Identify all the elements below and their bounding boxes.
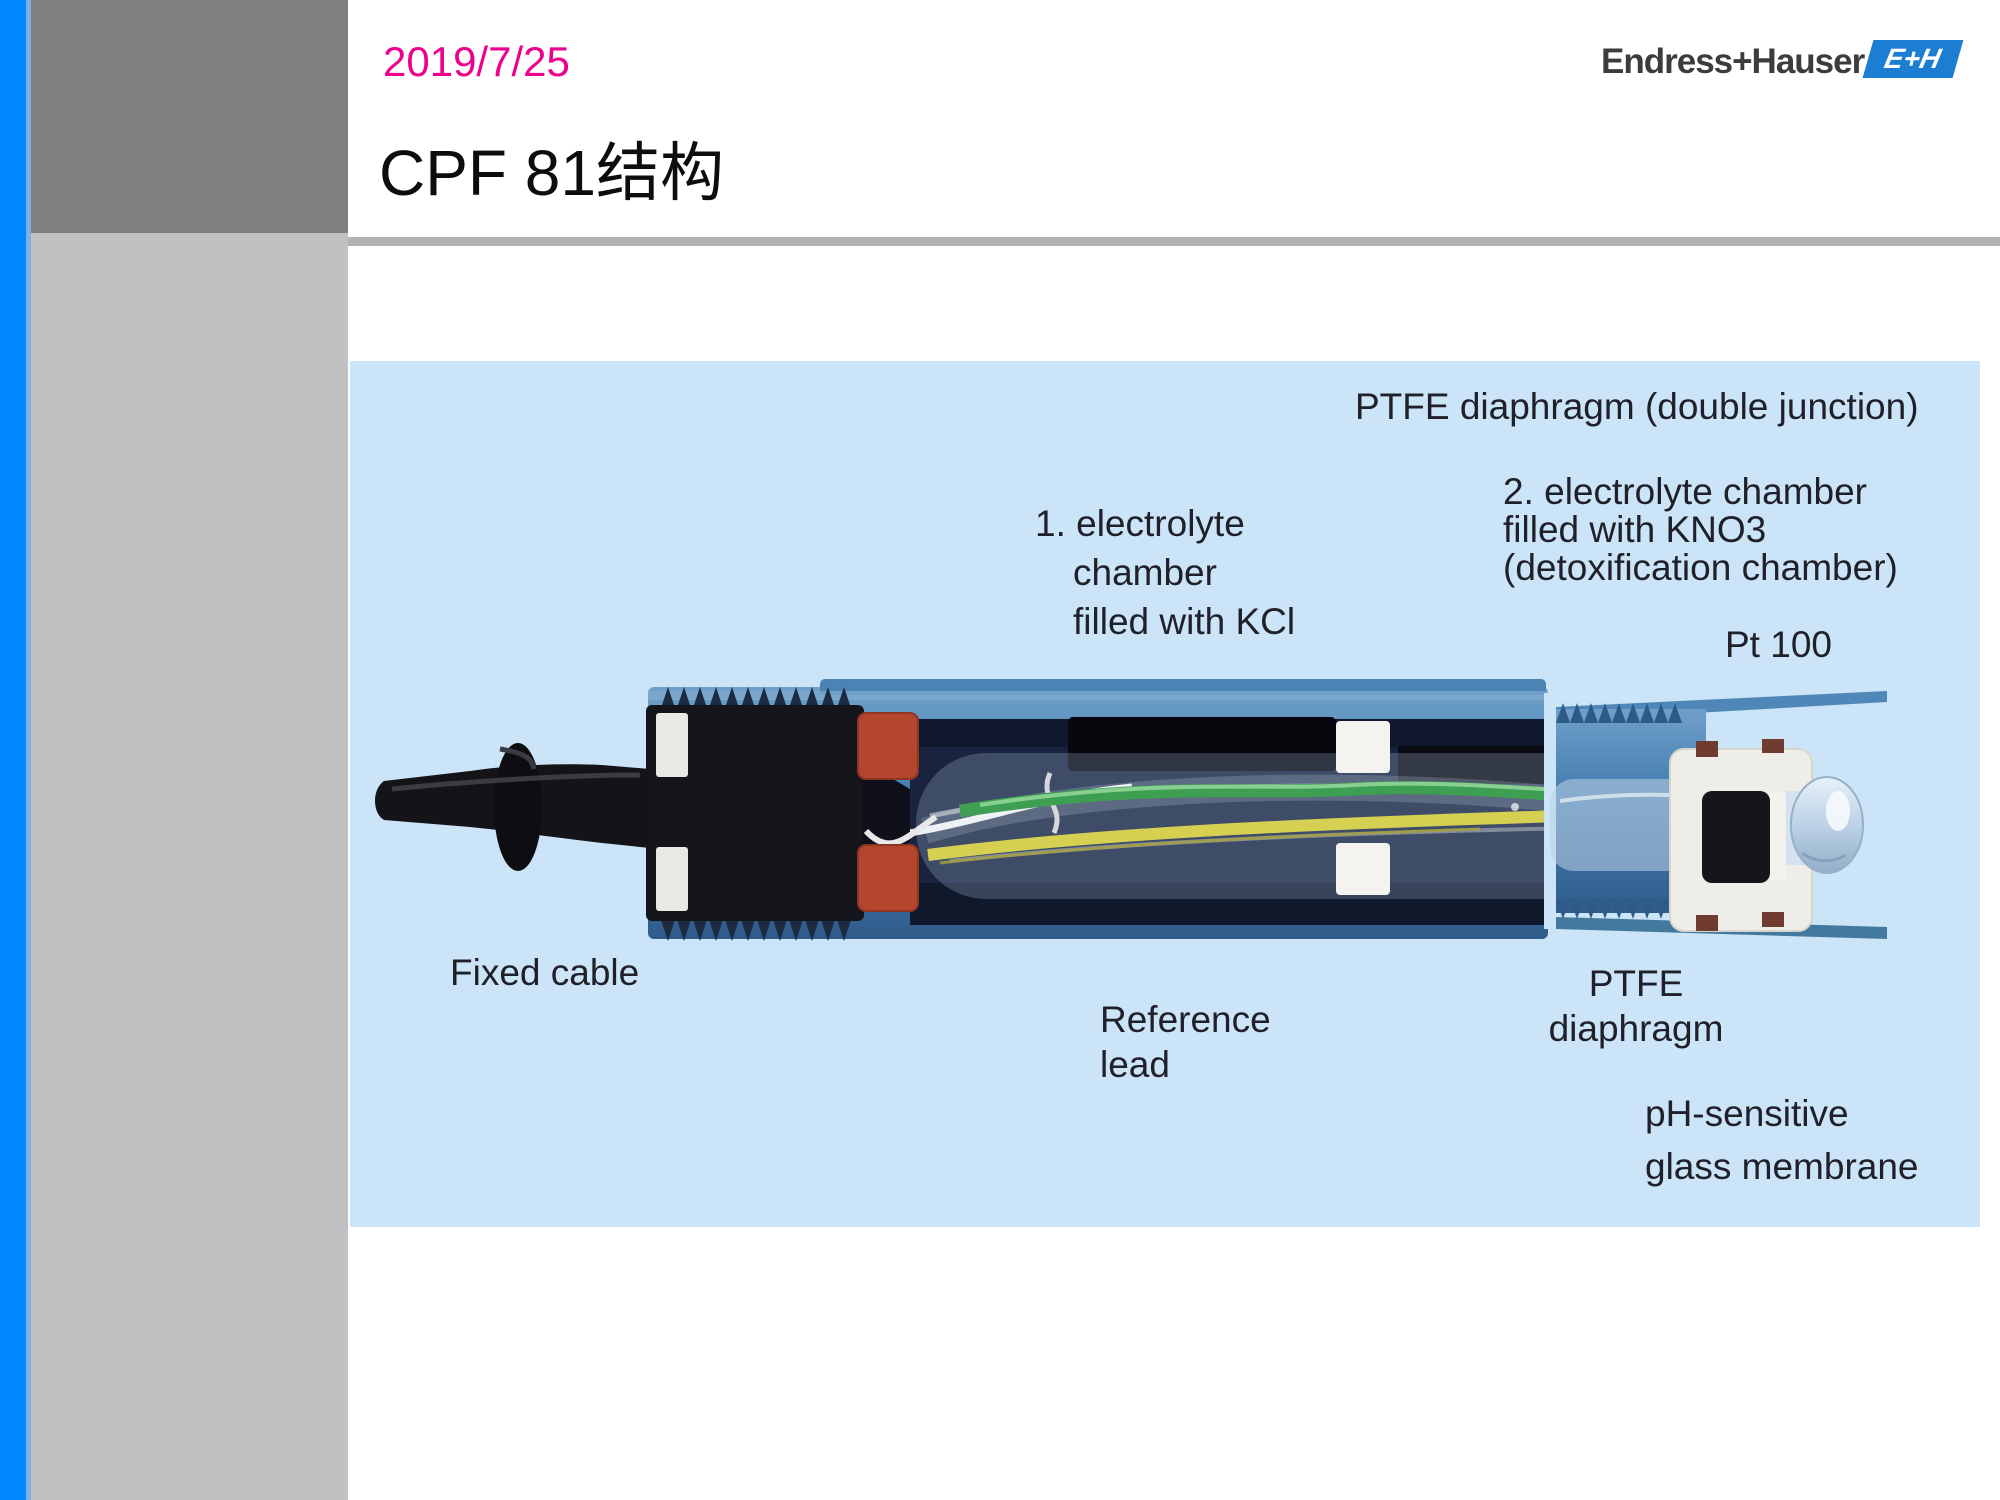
label-line: pH-sensitive bbox=[1645, 1093, 1849, 1134]
diagram-panel: PTFE diaphragm (double junction) 1. elec… bbox=[350, 361, 1980, 1227]
label-ph-sensitive-membrane: pH-sensitive glass membrane bbox=[1645, 1087, 1919, 1193]
label-line: Fixed cable bbox=[450, 952, 640, 993]
label-line: 2. electrolyte chamber bbox=[1503, 471, 1868, 512]
title-divider-line bbox=[348, 237, 2000, 246]
electrolyte-seal-rings bbox=[857, 712, 919, 912]
page-title: CPF 81结构 bbox=[379, 137, 724, 209]
fixed-cable-shape bbox=[375, 743, 650, 871]
label-electrolyte-chamber-1: 1. electrolyte chamber filled with KCl bbox=[1035, 499, 1295, 646]
sidebar-panel bbox=[31, 0, 348, 1500]
label-line: glass membrane bbox=[1645, 1146, 1919, 1187]
label-line: filled with KCl bbox=[1073, 601, 1296, 642]
brand-logo-icon: E+H bbox=[1862, 40, 1964, 78]
label-line: lead bbox=[1100, 1044, 1170, 1085]
label-line: filled with KNO3 bbox=[1503, 509, 1767, 550]
left-accent-stripe bbox=[0, 0, 26, 1500]
label-ptfe-double-junction: PTFE diaphragm (double junction) bbox=[1355, 385, 1919, 429]
label-line: diaphragm bbox=[1548, 1008, 1724, 1049]
left-accent-seam bbox=[26, 0, 31, 1500]
mid-ptfe-spacers bbox=[1336, 721, 1390, 895]
label-line: 1. electrolyte bbox=[1035, 503, 1245, 544]
label-pt100: Pt 100 bbox=[1725, 623, 1832, 667]
label-fixed-cable: Fixed cable bbox=[450, 951, 639, 995]
ph-glass-membrane-dome bbox=[1790, 776, 1864, 874]
brand-monogram: E+H bbox=[1882, 43, 1945, 74]
slide-date: 2019/7/25 bbox=[383, 38, 570, 85]
label-electrolyte-chamber-2: 2. electrolyte chamber filled with KNO3 … bbox=[1503, 473, 1898, 587]
label-line: chamber bbox=[1073, 552, 1217, 593]
header-gray-block bbox=[31, 0, 348, 233]
label-ptfe-diaphragm: PTFE diaphragm bbox=[1548, 961, 1724, 1051]
label-reference-lead: Reference lead bbox=[1100, 997, 1271, 1087]
brand-wordmark: Endress+Hauser bbox=[1601, 42, 1865, 81]
sensor-interior-chamber bbox=[910, 717, 1548, 925]
label-line: PTFE bbox=[1588, 963, 1684, 1004]
label-line: Pt 100 bbox=[1725, 624, 1832, 665]
label-line: Reference bbox=[1100, 999, 1271, 1040]
label-line: (detoxification chamber) bbox=[1503, 547, 1898, 588]
ph-sensor-cross-section-illustration bbox=[375, 679, 1887, 941]
label-line: PTFE diaphragm (double junction) bbox=[1355, 386, 1919, 427]
